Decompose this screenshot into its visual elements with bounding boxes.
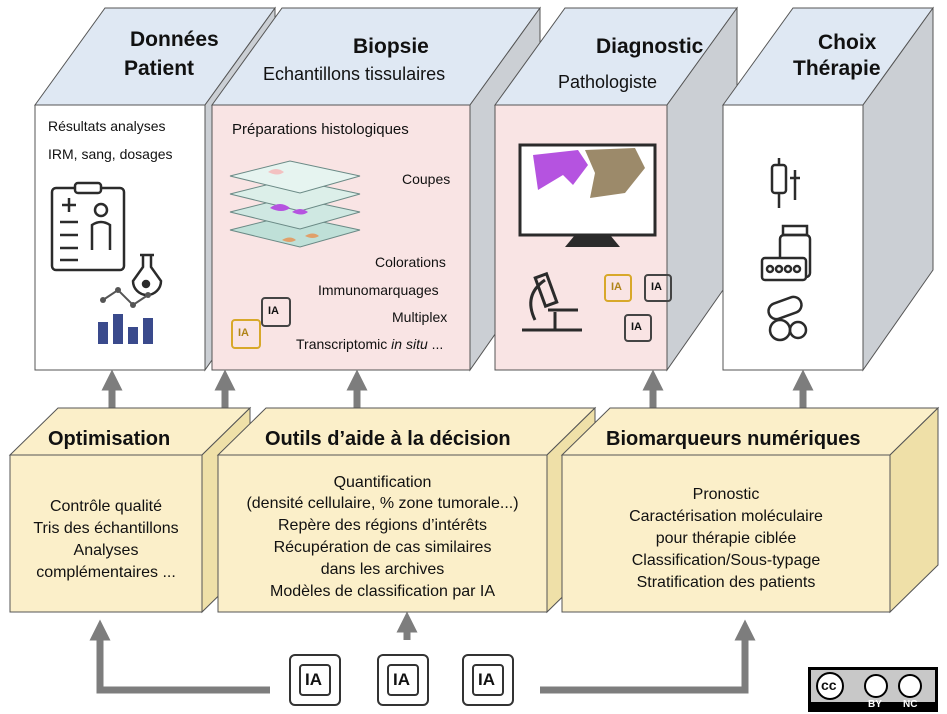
box2-item-transcriptomic: Transcriptomic in situ ... <box>296 336 444 352</box>
bottom3-title: Biomarqueurs numériques <box>606 428 861 450</box>
bottom2-line-6: Modèles de classification par IA <box>270 583 495 600</box>
box2-item-coupes: Coupes <box>402 171 451 187</box>
cc-label: cc <box>821 677 837 693</box>
bar-chart-icon <box>98 287 153 344</box>
medicine-bottle-icon <box>760 224 812 282</box>
box1-item-2: IRM, sang, dosages <box>48 146 173 162</box>
box4-title-line1: Choix <box>818 31 877 54</box>
box-choix-therapie <box>722 6 934 372</box>
ai-chip-bottom-1-label: IA <box>305 670 322 689</box>
microscope-icon <box>522 271 582 332</box>
bottom1-line-4: complémentaires ... <box>36 564 176 581</box>
bottom-flow-arrows <box>89 619 756 694</box>
bottom3-line-4: Classification/Sous-typage <box>631 552 821 569</box>
box1-title-line2: Patient <box>124 57 195 80</box>
license-by: BY <box>868 699 882 710</box>
bottom3-line-2: Caractérisation moléculaire <box>629 508 823 525</box>
infusion-icon <box>770 158 800 208</box>
bottom3-line-3: pour thérapie ciblée <box>655 530 797 547</box>
box3-title: Diagnostic <box>596 35 704 58</box>
bottom1-line-1: Contrôle qualité <box>49 498 163 515</box>
ai-chip-bottom-2-label: IA <box>393 670 410 689</box>
upward-arrows <box>101 369 814 640</box>
ai-chip-bottom-2 <box>377 654 429 706</box>
box2-subtitle: Echantillons tissulaires <box>263 64 446 84</box>
box2-item-multiplex: Multiplex <box>392 309 448 325</box>
box-outils <box>216 406 597 614</box>
ai-chip-bottom-3-label: IA <box>478 670 495 689</box>
box1-title-line1: Données <box>130 28 219 51</box>
pills-icon <box>767 295 808 342</box>
ai-chip-icon <box>231 297 291 349</box>
box3-ai-label-3: IA <box>631 321 642 333</box>
monitor-icon <box>518 143 657 247</box>
box2-ai-label-1: IA <box>268 305 279 317</box>
box3-ai-label-2: IA <box>651 281 662 293</box>
bottom2-title: Outils d’aide à la décision <box>265 428 511 450</box>
box2-title: Biopsie <box>353 35 429 58</box>
ai-chip-bottom-1 <box>289 654 341 706</box>
bottom1-line-2: Tris des échantillons <box>33 520 179 537</box>
bottom1-line-3: Analyses <box>73 542 139 559</box>
bottom2-line-3: Repère des régions d’intérêts <box>277 517 487 534</box>
box3-ai-label-1: IA <box>611 281 622 293</box>
box2-header: Préparations histologiques <box>232 121 409 138</box>
bottom3-line-1: Pronostic <box>692 486 760 503</box>
box2-item-colorations: Colorations <box>375 254 446 270</box>
cc-license-badge <box>808 667 938 712</box>
bottom1-title: Optimisation <box>48 428 171 450</box>
bottom2-line-2: (densité cellulaire, % zone tumorale...) <box>246 495 519 512</box>
box4-title-line2: Thérapie <box>793 57 881 80</box>
license-nc: NC <box>903 699 918 710</box>
bottom3-line-5: Stratification des patients <box>636 574 816 591</box>
ai-chip-bottom-3 <box>462 654 514 706</box>
patient-clipboard-icon <box>50 181 126 272</box>
ai-chips-diagnostic-icon <box>604 274 672 342</box>
box3-subtitle: Pathologiste <box>558 72 658 92</box>
box1-item-1: Résultats analyses <box>48 118 166 134</box>
box2-ai-label-2: IA <box>238 327 249 339</box>
box2-item-immuno: Immunomarquages <box>318 282 439 298</box>
bottom2-line-5: dans les archives <box>320 561 445 578</box>
bottom2-line-1: Quantification <box>333 474 432 491</box>
box-biomarqueurs <box>560 406 940 614</box>
histology-slides-icon <box>229 160 361 248</box>
bottom2-line-4: Récupération de cas similaires <box>273 539 492 556</box>
